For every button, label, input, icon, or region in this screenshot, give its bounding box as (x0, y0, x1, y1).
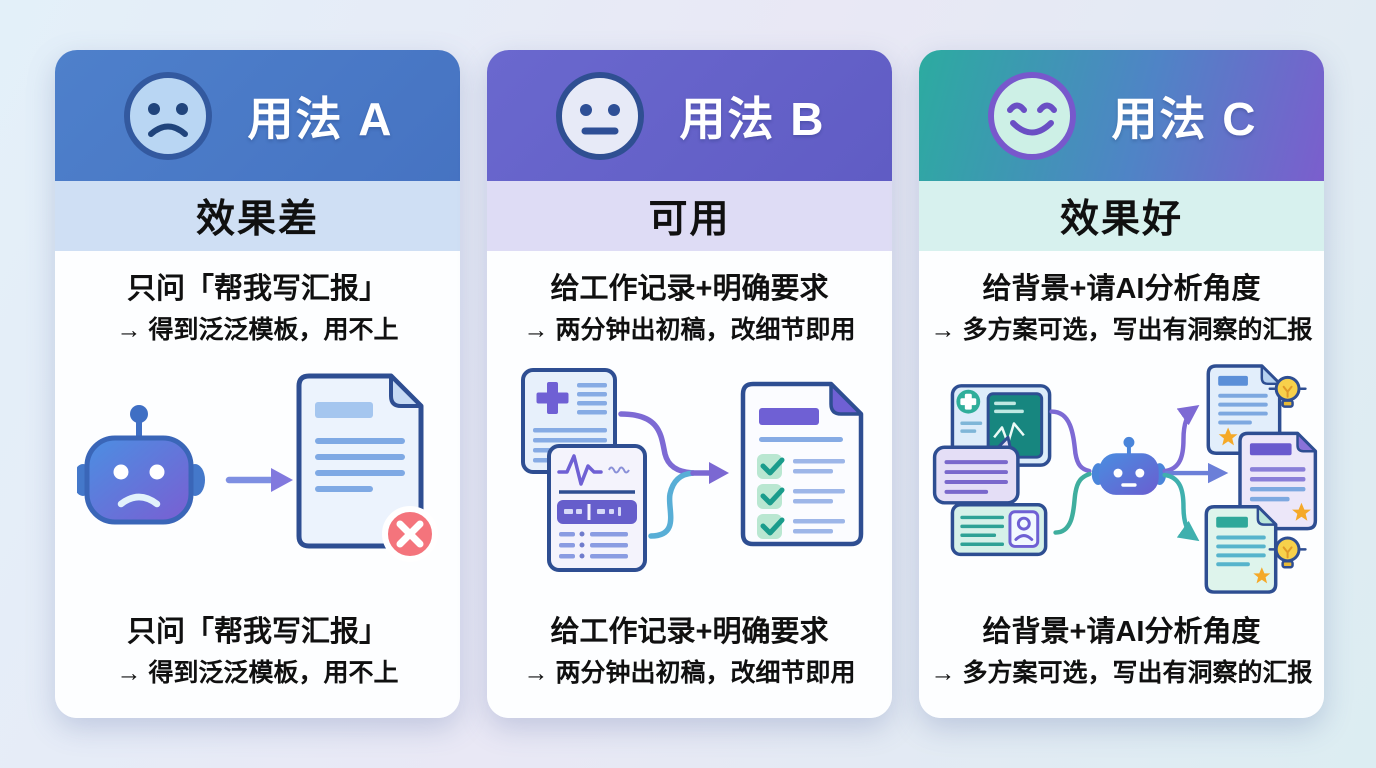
card-a-bottom-line1: 只问「帮我写汇报」 (126, 616, 388, 648)
neutral-face-icon (554, 70, 646, 162)
robot-icon (1091, 436, 1166, 495)
card-c-illustration (919, 349, 1324, 610)
records-stack-icon (950, 383, 1051, 467)
card-a-top-text: 只问「帮我写汇报」 → 得到泛泛模板，用不上 (55, 251, 460, 349)
sad-robot-icon (76, 404, 205, 524)
card-b-top-line2: → 两分钟出初稿，改细节即用 (523, 316, 856, 344)
card-a-bottom-text: 只问「帮我写汇报」 → 得到泛泛模板，用不上 (55, 610, 460, 718)
card-c-bottom-text: 给背景+请AI分析角度 → 多方案可选，写出有洞察的汇报 (919, 610, 1324, 718)
card-b-subtitle: 可用 (487, 181, 892, 251)
card-c-top-line1: 给背景+请AI分析角度 (982, 273, 1261, 305)
option-document-icon (1206, 363, 1281, 455)
card-a-illustration (55, 349, 460, 610)
star-icon (1218, 426, 1238, 445)
card-c-body: 给背景+请AI分析角度 → 多方案可选，写出有洞察的汇报 (919, 251, 1324, 718)
profile-card-icon (950, 502, 1047, 556)
star-icon (1291, 502, 1311, 521)
brace-icon (1048, 408, 1092, 535)
card-c-subtitle: 效果好 (919, 181, 1324, 251)
card-usage-b: 用法 B 可用 给工作记录+明确要求 → 两分钟出初稿，改细节即用 (487, 50, 892, 718)
happy-face-icon (986, 70, 1078, 162)
card-usage-a: 用法 A 效果差 只问「帮我写汇报」 → 得到泛泛模板，用不上 (55, 50, 460, 718)
chat-bubble-icon (932, 435, 1020, 505)
card-b-top-line1: 给工作记录+明确要求 (550, 273, 829, 305)
card-b-top-text: 给工作记录+明确要求 → 两分钟出初稿，改细节即用 (487, 251, 892, 349)
card-a-title: 用法 A (247, 92, 394, 145)
card-c-header: 用法 C (919, 50, 1324, 181)
error-x-icon (381, 505, 438, 562)
star-icon (1252, 566, 1270, 583)
card-c-bottom-line2: → 多方案可选，写出有洞察的汇报 (930, 659, 1313, 687)
card-c-title: 用法 C (1111, 92, 1258, 145)
card-a-body: 只问「帮我写汇报」 → 得到泛泛模板，用不上 (55, 251, 460, 718)
card-a-header: 用法 A (55, 50, 460, 181)
usage-comparison-cards: 用法 A 效果差 只问「帮我写汇报」 → 得到泛泛模板，用不上 (55, 50, 1324, 718)
card-a-top-line2: → 得到泛泛模板，用不上 (116, 316, 399, 344)
card-b-illustration (487, 349, 892, 610)
card-b-bottom-line1: 给工作记录+明确要求 (550, 616, 829, 648)
branch-arrows-icon (1161, 404, 1228, 541)
card-c-top-line2: → 多方案可选，写出有洞察的汇报 (930, 316, 1313, 344)
merge-arrow-icon (617, 410, 729, 539)
arrow-right-icon (225, 467, 293, 492)
option-document-icon (1204, 504, 1277, 594)
card-c-top-text: 给背景+请AI分析角度 → 多方案可选，写出有洞察的汇报 (919, 251, 1324, 349)
card-c-bottom-line1: 给背景+请AI分析角度 (982, 616, 1261, 648)
card-b-body: 给工作记录+明确要求 → 两分钟出初稿，改细节即用 (487, 251, 892, 718)
card-usage-c: 用法 C 效果好 给背景+请AI分析角度 → 多方案可选，写出有洞察的汇报 (919, 50, 1324, 718)
vitals-record-icon (546, 443, 647, 572)
lightbulb-icon (1268, 375, 1307, 408)
card-b-header: 用法 B (487, 50, 892, 181)
card-b-title: 用法 B (679, 92, 826, 145)
card-b-bottom-text: 给工作记录+明确要求 → 两分钟出初稿，改细节即用 (487, 610, 892, 718)
card-a-bottom-line2: → 得到泛泛模板，用不上 (116, 659, 399, 687)
card-a-subtitle: 效果差 (55, 181, 460, 251)
card-a-top-line1: 只问「帮我写汇报」 (126, 273, 388, 305)
checklist-document-icon (740, 381, 863, 546)
lightbulb-icon (1268, 536, 1307, 568)
card-b-bottom-line2: → 两分钟出初稿，改细节即用 (523, 659, 856, 687)
report-document-icon (296, 373, 423, 548)
sad-face-icon (122, 70, 214, 162)
